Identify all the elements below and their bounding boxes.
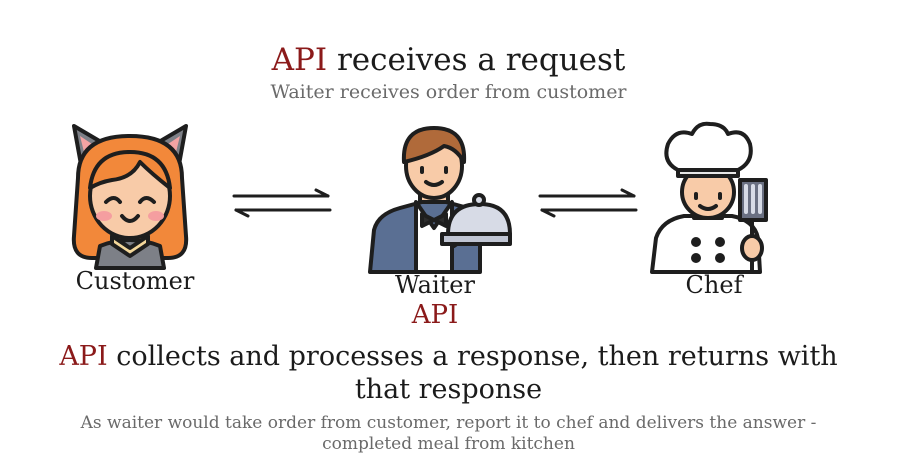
description-line1: As waiter would take order from customer… [80, 413, 817, 433]
customer-icon [71, 124, 189, 270]
response-line2: that response [354, 374, 543, 405]
diagram-subtitle: Waiter receives order from customer [270, 81, 627, 103]
waiter-icon [368, 126, 512, 274]
response-title: API collects and processes a response, t… [0, 340, 897, 406]
exchange-arrows-icon [232, 188, 332, 218]
response-description: As waiter would take order from customer… [0, 413, 897, 455]
response-line1: collects and processes a response, then … [107, 341, 838, 372]
waiter-api-label: API [411, 300, 459, 330]
title-rest: receives a request [327, 42, 626, 78]
exchange-arrows-icon [538, 188, 638, 218]
response-accent-api: API [59, 341, 108, 372]
customer-label: Customer [75, 267, 195, 295]
chef-icon [650, 121, 768, 274]
waiter-label: Waiter [395, 271, 475, 299]
title-accent-api: API [271, 42, 328, 78]
diagram-title: API receives a request [0, 40, 897, 80]
description-line2: completed meal from kitchen [322, 434, 575, 454]
chef-label: Chef [685, 271, 743, 299]
